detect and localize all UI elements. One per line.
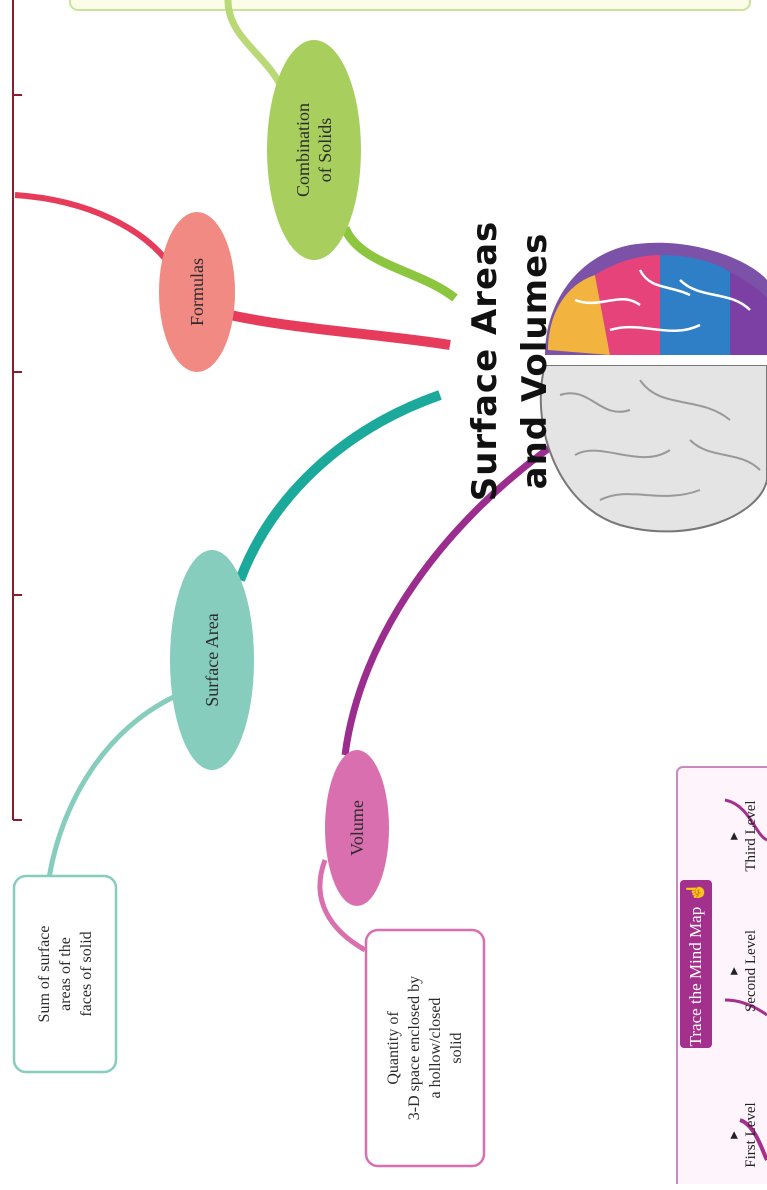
box-volume-def-shape [364, 928, 486, 1168]
brain-icon [539, 242, 767, 533]
center-title-line1: Surface Areas [465, 220, 505, 502]
branch-volume [341, 427, 577, 756]
node-formulas: Formulas [186, 232, 208, 352]
box-volume-def: Quantity of 3-D space enclosed by a holl… [382, 936, 468, 1160]
box-surface-area-def: Sum of surface areas of the faces of sol… [33, 881, 97, 1067]
branch-formulas [228, 310, 451, 350]
node-surface-area-label: Surface Area [202, 613, 222, 707]
branch-combination-upper [224, 0, 289, 97]
box-surface-area-def-line1: Sum of surface [35, 925, 53, 1023]
legend-item-third-label: ▸ Third Level [726, 800, 759, 872]
box-volume-def-line3: a hollow/closed [427, 997, 444, 1099]
box-surface-area-def-shape [12, 874, 118, 1074]
box-volume-def-line2: 3-D space enclosed by [406, 975, 423, 1121]
node-combination: Combination of Solids [291, 40, 337, 260]
node-combination-line1: Combination [293, 103, 313, 197]
node-volume-label: Volume [347, 800, 367, 856]
box-volume-def-line1: Quantity of [385, 1011, 402, 1085]
center-title-line2: and Volumes [515, 232, 555, 490]
branch-surface-area-lower [45, 687, 191, 886]
branch-volume-lower [317, 859, 367, 953]
legend-title-bg [680, 880, 712, 1048]
branch-formulas-upper [14, 192, 173, 267]
node-surface-area-shape [170, 550, 254, 770]
top-box-edge [69, 0, 751, 11]
node-surface-area: Surface Area [201, 585, 223, 735]
legend-box-shape [676, 766, 767, 1184]
branch-surface-area [235, 390, 442, 582]
node-formulas-label: Formulas [187, 258, 207, 327]
node-volume: Volume [346, 778, 368, 878]
hand-icon: ☝ [686, 881, 705, 903]
box-surface-area-def-line3: faces of solid [77, 931, 95, 1017]
legend-title: Trace the Mind Map ☝ [686, 881, 705, 1047]
legend-item-second: ▸ Second Level [726, 911, 759, 1031]
node-combination-shape [267, 40, 361, 260]
node-combination-line2: of Solids [315, 117, 335, 183]
box-surface-area-def-line2: areas of the [56, 937, 74, 1011]
node-formulas-shape [159, 212, 235, 372]
legend-item-first: ▸ First Level [726, 1080, 759, 1190]
legend-item-second-label: ▸ Second Level [726, 929, 759, 1013]
legend-item-third: ▸ Third Level [726, 781, 759, 891]
box-volume-def-line4: solid [448, 1032, 465, 1064]
node-volume-shape [325, 750, 389, 906]
legend-item-first-label: ▸ First Level [726, 1102, 759, 1168]
branch-combination [340, 226, 458, 302]
